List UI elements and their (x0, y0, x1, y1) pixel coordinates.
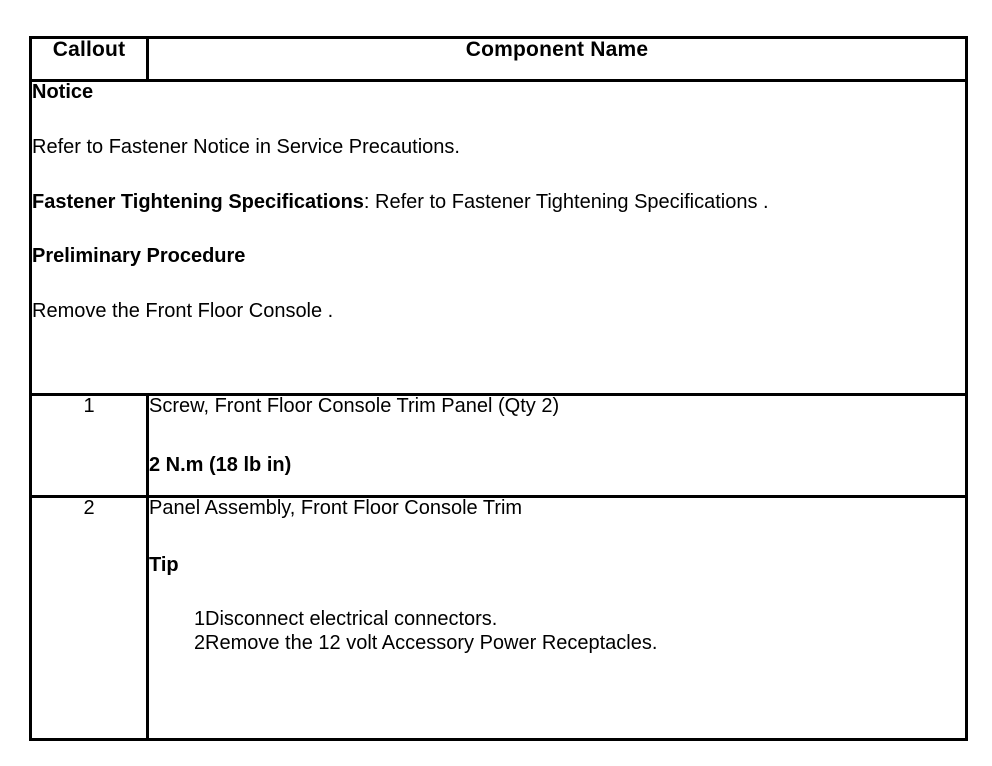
spacer (32, 212, 965, 246)
step-text: Disconnect electrical connectors. (205, 608, 498, 630)
tip-title: Tip (149, 554, 179, 576)
list-item: 2. Remove the 12 volt Accessory Power Re… (149, 632, 965, 656)
callout-number-2: 2 (29, 495, 149, 741)
notice-title: Notice (32, 81, 94, 103)
tip-step-list: 1. Disconnect electrical connectors. 2. … (149, 608, 965, 655)
notice-body: Refer to Fastener Notice in Service Prec… (32, 135, 460, 158)
component-cell-2: Panel Assembly, Front Floor Console Trim… (146, 495, 968, 741)
header-row: Callout Component Name (29, 36, 968, 82)
spacer (32, 158, 965, 192)
component-name-1: Screw, Front Floor Console Trim Panel (Q… (149, 395, 560, 417)
spacer (149, 417, 965, 455)
spacer (149, 576, 965, 608)
step-number: 2. (194, 631, 211, 654)
fastener-spec-line: Fastener Tightening Specifications: Refe… (32, 190, 965, 213)
fastener-spec-label: Fastener Tightening Specifications (32, 190, 364, 213)
table-header: Callout Component Name (29, 36, 968, 82)
preliminary-procedure-body: Remove the Front Floor Console . (32, 300, 334, 323)
component-cell-1: Screw, Front Floor Console Trim Panel (Q… (146, 393, 968, 498)
callout-number-1: 1 (29, 393, 149, 498)
table-row: 2 Panel Assembly, Front Floor Console Tr… (29, 495, 968, 741)
notice-cell: Notice Refer to Fastener Notice in Servi… (29, 79, 968, 396)
spacer (32, 267, 965, 301)
list-item: 1. Disconnect electrical connectors. (149, 608, 965, 632)
spacer (149, 519, 965, 555)
header-callout: Callout (29, 36, 149, 82)
step-text: Remove the 12 volt Accessory Power Recep… (205, 631, 658, 654)
notice-row: Notice Refer to Fastener Notice in Servi… (29, 79, 968, 396)
component-name-2: Panel Assembly, Front Floor Console Trim (149, 497, 523, 519)
header-component-name: Component Name (146, 36, 968, 82)
table-body: Notice Refer to Fastener Notice in Servi… (29, 79, 968, 741)
spacer (32, 103, 965, 137)
torque-spec-1: 2 N.m (18 lb in) (149, 454, 292, 476)
fastener-spec-value: : Refer to Fastener Tightening Specifica… (363, 190, 769, 213)
procedure-table: Callout Component Name Notice Refer to F… (29, 36, 968, 741)
preliminary-procedure-title: Preliminary Procedure (32, 245, 246, 268)
table-row: 1 Screw, Front Floor Console Trim Panel … (29, 393, 968, 498)
step-number: 1. (194, 608, 211, 630)
